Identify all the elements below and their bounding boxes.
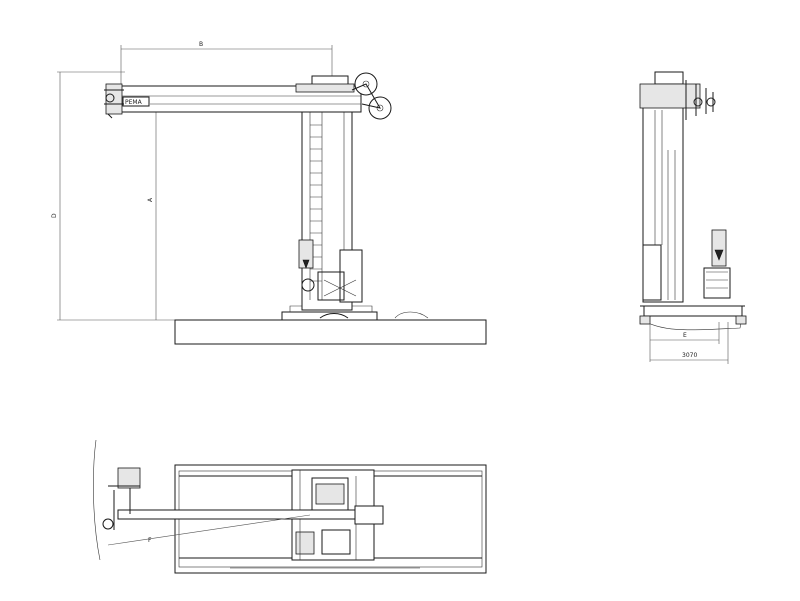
dimension-width: 3070 — [650, 322, 729, 364]
column-ladder — [310, 124, 322, 282]
dimension-b: B — [120, 41, 333, 86]
dimension-e: E — [649, 322, 720, 362]
column-drive — [298, 239, 363, 303]
side-base — [643, 305, 743, 317]
top-welding-head — [102, 467, 141, 530]
dimension-e-label: E — [683, 332, 687, 339]
side-equipment — [703, 229, 731, 299]
carriage-base — [281, 311, 378, 321]
dimension-d: D — [51, 71, 175, 321]
dimension-f: F — [93, 439, 311, 561]
dimension-a-label: A — [147, 197, 154, 202]
side-column — [642, 91, 684, 303]
base-slab — [174, 319, 487, 345]
side-head — [654, 71, 684, 85]
wire-reels — [351, 72, 392, 120]
brand-label: PEMA — [125, 99, 143, 106]
dimension-f-label: F — [148, 537, 152, 544]
dimension-b-label: B — [199, 41, 203, 48]
brand-plate — [122, 96, 150, 107]
front-view: D A B — [51, 41, 487, 345]
dimension-width-label: 3070 — [682, 352, 697, 359]
dimension-a: A — [147, 111, 175, 320]
welding-head-left — [104, 83, 124, 119]
top-boom — [117, 509, 384, 520]
top-view: F — [93, 439, 487, 574]
dimension-d-label: D — [51, 213, 58, 218]
side-view: E 3070 — [639, 71, 747, 364]
